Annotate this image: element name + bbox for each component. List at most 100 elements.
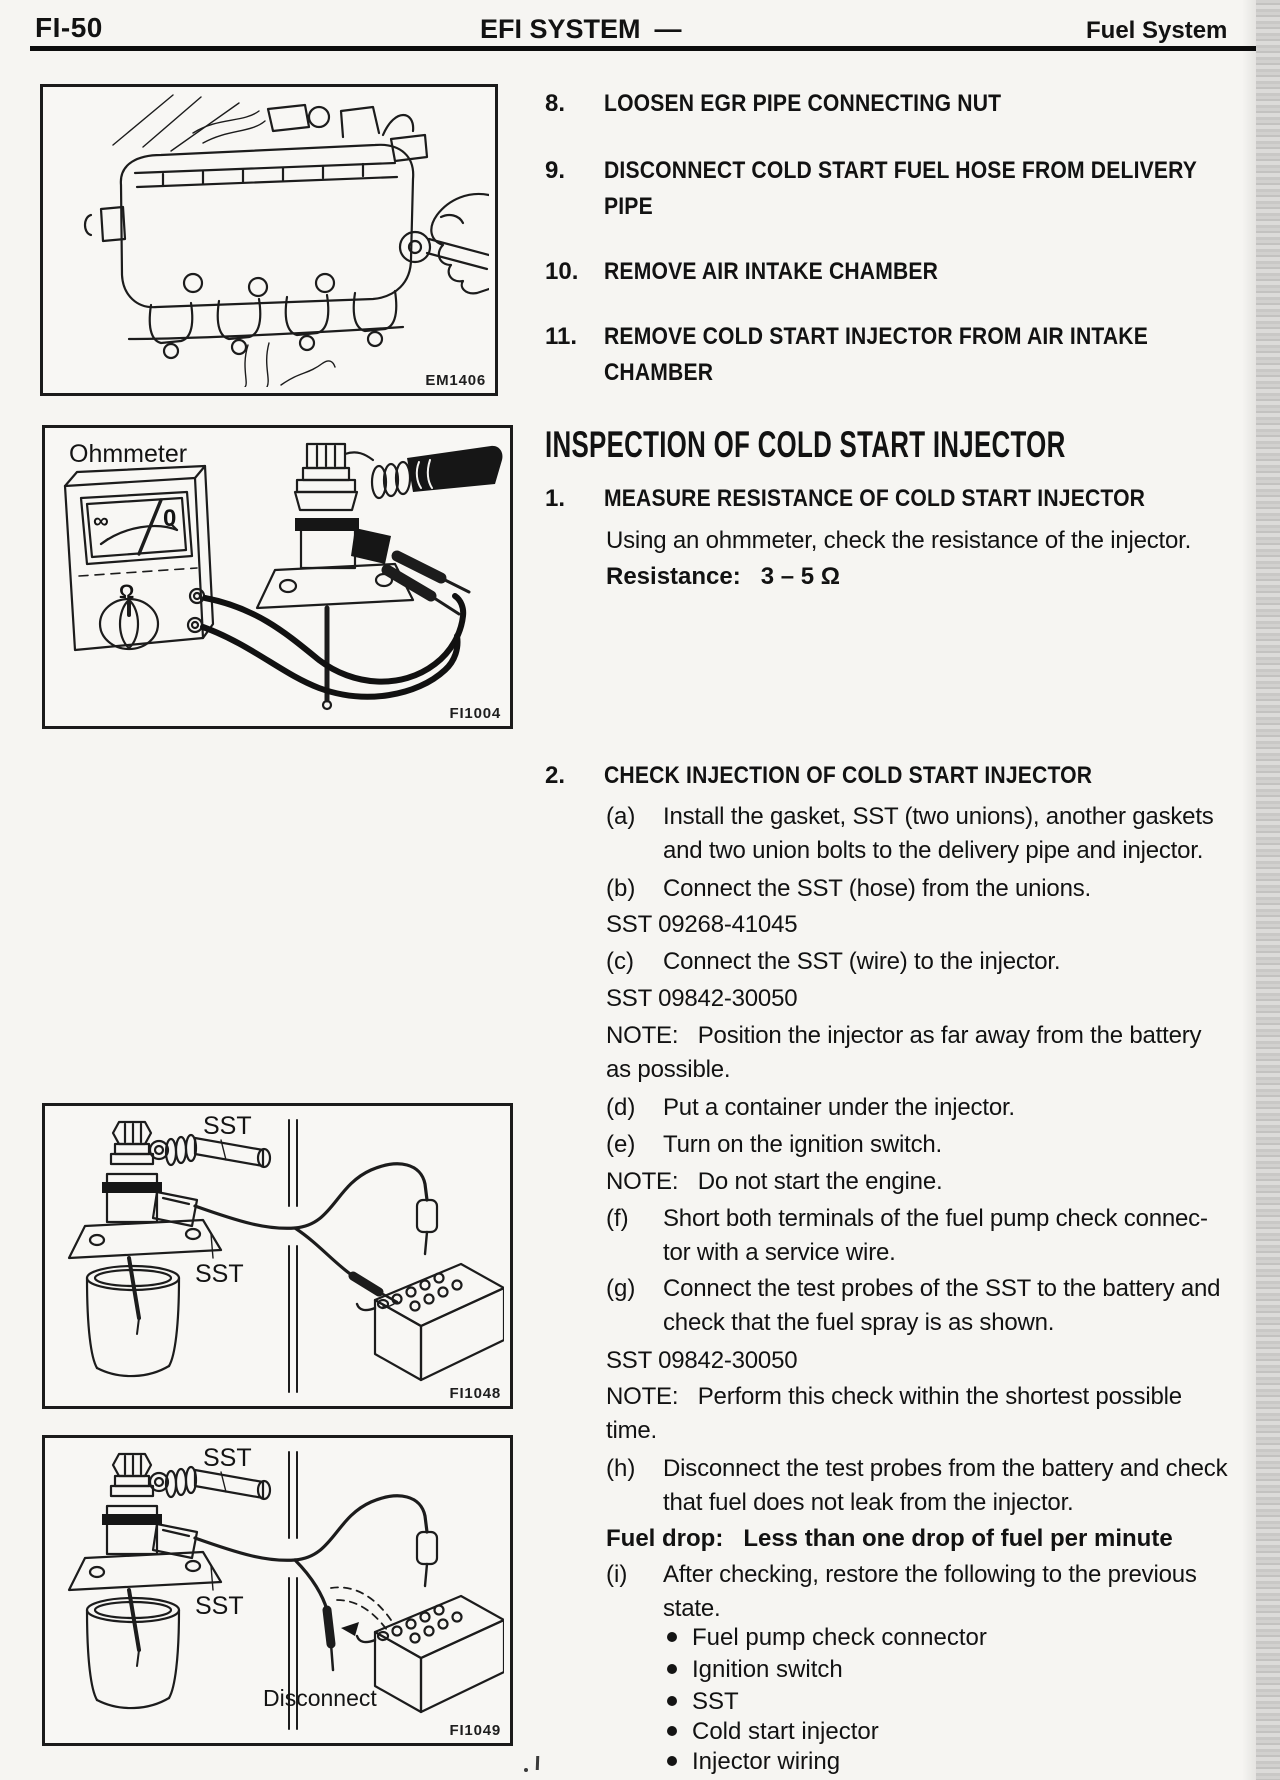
substep-label: (h) [606, 1455, 636, 1482]
bullet-text: SST [692, 1688, 739, 1715]
sst-number-line: SST 09842-30050 [606, 1347, 798, 1374]
meter-leads [200, 593, 467, 700]
bullet-text: Cold start injector [692, 1718, 879, 1745]
figure-ohmmeter-check: Ohmmeter ∞ 0 Ω [42, 425, 513, 729]
restore-item-fuel-pump-connector: Fuel pump check connector [667, 1622, 987, 1654]
removal-step-9: 9. DISCONNECT COLD START FUEL HOSE FROM … [545, 153, 1278, 225]
substep-label: (g) [606, 1275, 636, 1302]
page-title: EFI SYSTEM — Fuel System [480, 14, 1227, 45]
substep-label: (d) [606, 1094, 636, 1121]
removal-step-10: 10. REMOVE AIR INTAKE CHAMBER [545, 254, 984, 290]
figure-code: EM1406 [425, 372, 486, 389]
ohmmeter-body [63, 464, 215, 652]
note-shortest-time: NOTE: Perform this check within the shor… [606, 1383, 1182, 1444]
sst-wire-leader [210, 1233, 214, 1259]
restore-item-injector-wiring: Injector wiring [667, 1746, 840, 1778]
meter-infinity-mark: ∞ [93, 508, 109, 533]
bullet-text: Injector wiring [692, 1748, 841, 1775]
substep-label: (c) [606, 948, 634, 975]
step-number: 2. [545, 762, 566, 789]
battery [355, 1262, 504, 1382]
injector-clamp-band [102, 1514, 162, 1525]
substep-text: Put a container under the injector. [663, 1094, 1015, 1121]
step-number: 10. [545, 258, 579, 285]
restore-item-sst: SST [667, 1686, 739, 1718]
substep-e: (e) Turn on the ignition switch. [606, 1128, 942, 1162]
bullet-icon [667, 1632, 677, 1642]
page-edge-shadow [1242, 0, 1256, 1780]
injector-hose-grip [407, 445, 503, 492]
scan-artifact [535, 1755, 540, 1771]
figure-engine-air-intake: EM1406 [40, 84, 498, 396]
step-heading: MEASURE RESISTANCE OF COLD START INJECTO… [604, 485, 1146, 512]
inspection-step-2: 2. CHECK INJECTION OF COLD START INJECTO… [545, 758, 1159, 794]
page-title-subtitle: Fuel System [1086, 17, 1228, 44]
foreground-pipe-lines [244, 342, 336, 387]
removal-step-11: 11. REMOVE COLD START INJECTOR FROM AIR … [545, 319, 1222, 391]
bullet-icon [667, 1664, 677, 1674]
bullet-icon [667, 1726, 677, 1736]
note-engine: NOTE: Do not start the engine. [606, 1168, 943, 1195]
section-title: INSPECTION OF COLD START INJECTOR [545, 424, 1066, 465]
substep-text: Connect the test probes of the SST to th… [663, 1275, 1221, 1336]
sst-number-line: SST 09842-30050 [606, 985, 798, 1012]
step-number: 8. [545, 90, 566, 117]
step-text: REMOVE COLD START INJECTOR FROM AIR INTA… [604, 323, 1149, 386]
substep-d: (d) Put a container under the injector. [606, 1091, 1015, 1125]
background-cut-lines [112, 94, 266, 152]
fuel-container-cup [85, 1596, 181, 1710]
partition-dashed-line [288, 1119, 298, 1393]
figure-injection-check: SST [42, 1103, 513, 1409]
removal-step-8: 8. LOOSEN EGR PIPE CONNECTING NUT [545, 86, 1055, 122]
cold-start-injector [67, 1452, 272, 1667]
cold-start-injector [67, 1120, 272, 1335]
sst-wire-label: SST [195, 1260, 244, 1288]
substep-label: (b) [606, 875, 636, 902]
substep-f: (f) Short both terminals of the fuel pum… [606, 1202, 1208, 1270]
intake-chamber-body [83, 103, 429, 309]
sst-number-line: SST 09268-41045 [606, 911, 798, 938]
sst-hose-label: SST [203, 1112, 252, 1140]
substep-text: Disconnect the test probes from the batt… [663, 1455, 1228, 1516]
figure-code: FI1048 [449, 1385, 501, 1402]
resistance-spec: Resistance: 3 – 5 Ω [606, 563, 841, 590]
page-title-main: EFI SYSTEM [480, 14, 641, 44]
substep-label: (f) [606, 1205, 629, 1232]
step-number: 1. [545, 485, 566, 512]
ohmmeter-label: Ohmmeter [69, 440, 187, 468]
substep-h: (h) Disconnect the test probes from the … [606, 1452, 1228, 1520]
sst-wire-label: SST [195, 1592, 244, 1620]
substep-text: Turn on the ignition switch. [663, 1131, 942, 1158]
substep-label: (i) [606, 1561, 628, 1588]
figure-leak-check: SST [42, 1435, 513, 1746]
step-text: DISCONNECT COLD START FUEL HOSE FROM DEL… [604, 157, 1198, 220]
injector-clamp-band [102, 1182, 162, 1193]
substep-b: (b) Connect the SST (hose) from the unio… [606, 872, 1091, 906]
bullet-icon [667, 1756, 677, 1766]
bullet-text: Fuel pump check connector [692, 1624, 987, 1651]
disconnect-label: Disconnect [263, 1685, 377, 1711]
page-edge-band [1256, 0, 1280, 1780]
injection-check-illustration: SST [67, 1112, 504, 1393]
substep-g: (g) Connect the test probes of the SST t… [606, 1272, 1221, 1340]
sst-hose-label: SST [203, 1444, 252, 1472]
header-rule [30, 46, 1266, 51]
hand-with-wrench [398, 192, 489, 295]
leak-check-illustration: SST [67, 1444, 504, 1730]
ohmmeter-illustration: Ohmmeter ∞ 0 Ω [63, 440, 503, 711]
test-probes [381, 550, 471, 616]
partition-dashed-line [288, 1451, 298, 1730]
engine-illustration [83, 94, 489, 387]
substep-i: (i) After checking, restore the followin… [606, 1558, 1197, 1626]
figure-code: FI1004 [449, 705, 501, 722]
bullet-icon [667, 1696, 677, 1706]
substep-text: Connect the SST (hose) from the unions. [663, 875, 1091, 902]
page-title-separator: — [654, 14, 682, 44]
probe-to-post-wire [382, 1301, 398, 1308]
substep-text: Short both terminals of the fuel pump ch… [663, 1205, 1208, 1266]
substep-text: Connect the SST (wire) to the injector. [663, 948, 1061, 975]
meter-zero-mark: 0 [163, 505, 176, 532]
step-number: 11. [545, 323, 578, 350]
battery [355, 1594, 504, 1714]
